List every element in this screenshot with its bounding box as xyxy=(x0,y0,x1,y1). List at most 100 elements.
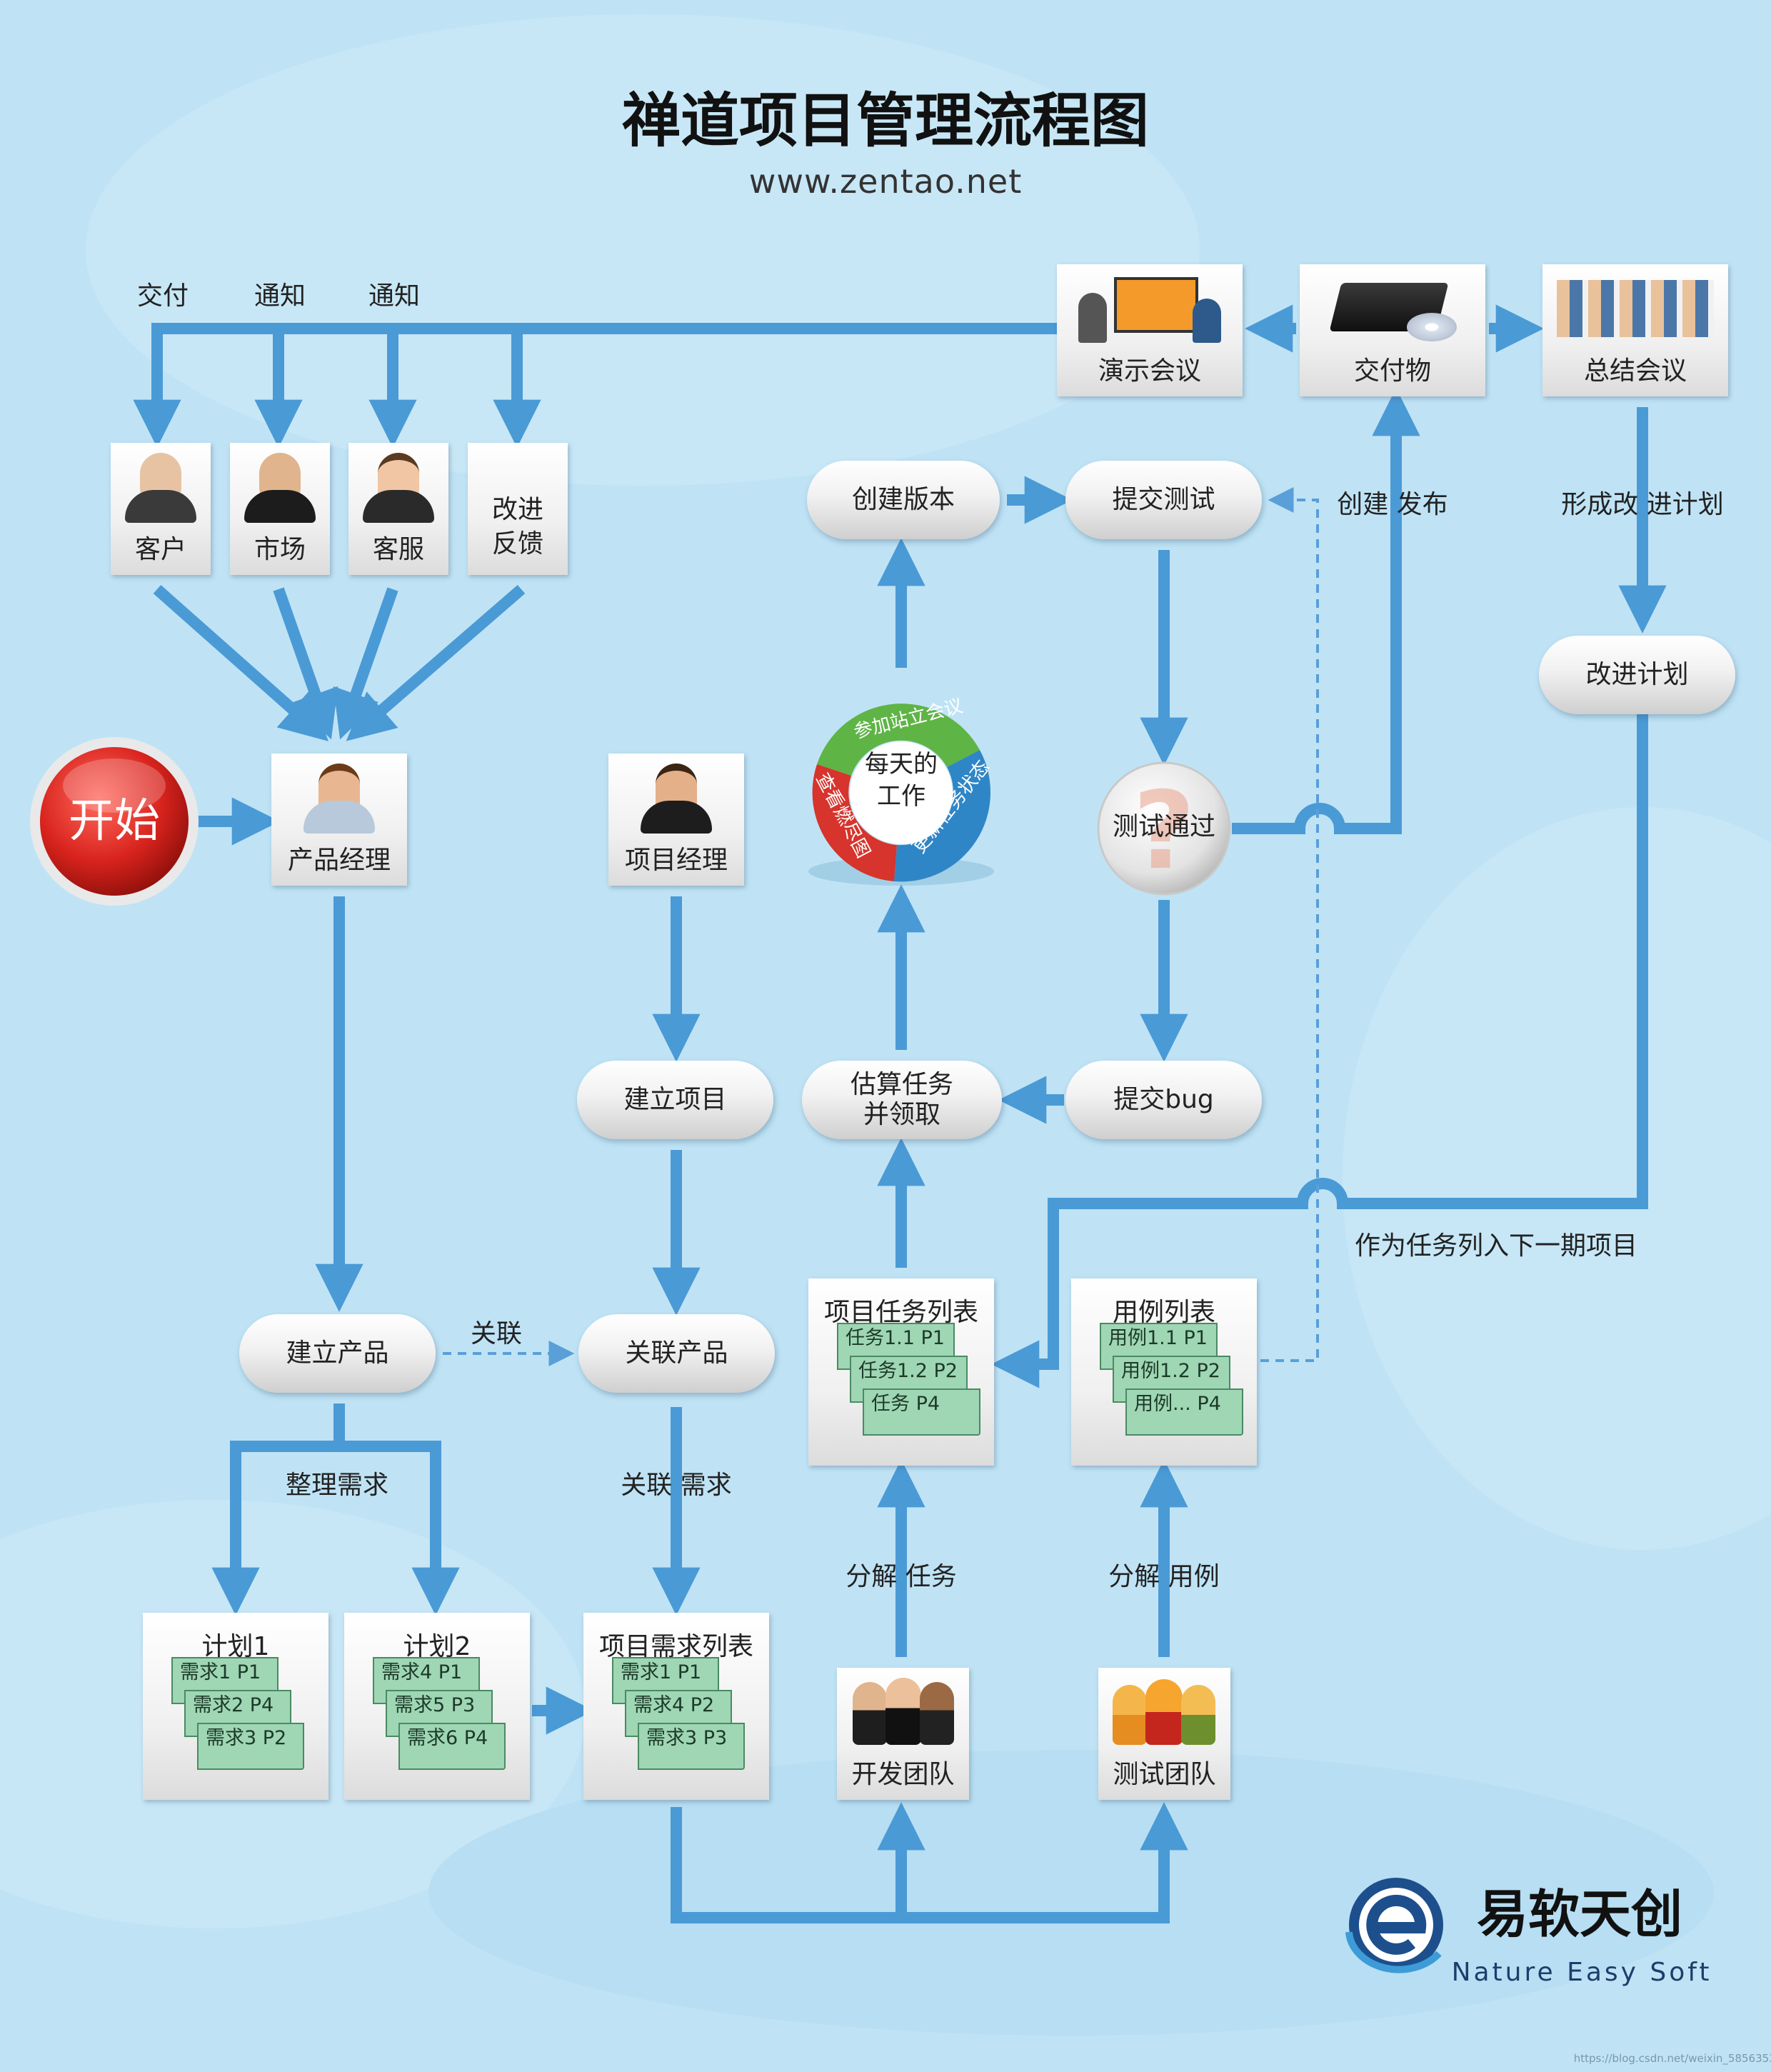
label-link-requirements: 关联 需求 xyxy=(621,1471,732,1500)
service-label: 客服 xyxy=(372,535,424,564)
label-link: 关联 xyxy=(470,1319,523,1348)
arrow-feedback-to-pm xyxy=(346,584,526,741)
submit-test-node: 提交测试 xyxy=(1065,461,1262,539)
plan1-item: 需求3 P2 xyxy=(197,1723,304,1770)
case-list-title: 用例列表 xyxy=(1112,1298,1215,1327)
customer-card: 客户 xyxy=(111,443,211,575)
test-team-card: 测试团队 xyxy=(1098,1668,1230,1800)
watermark-url: https://blog.csdn.net/weixin_58563533 xyxy=(1573,2052,1771,2065)
market-card: 市场 xyxy=(230,443,330,575)
project-manager-card: 项目经理 xyxy=(608,754,744,886)
daily-work-cycle xyxy=(808,704,994,886)
label-organize-requirements: 整理需求 xyxy=(285,1471,389,1500)
ring-segment-red xyxy=(812,764,897,881)
site-url: www.zentao.net xyxy=(748,162,1023,201)
label-split-task: 分解 任务 xyxy=(846,1562,957,1591)
dev-team-card: 开发团队 xyxy=(837,1668,969,1800)
meeting-person-icon xyxy=(1193,299,1221,343)
link-product-node: 关联产品 xyxy=(578,1314,775,1393)
task-list-title: 项目任务列表 xyxy=(823,1298,978,1327)
submit-bug-node: 提交bug xyxy=(1065,1061,1262,1139)
plan2-doc: 计划2 需求4 P1 需求5 P3 需求6 P4 xyxy=(344,1613,530,1800)
arrow-org-req-plan2 xyxy=(339,1441,460,1616)
case-item: 用例... P4 xyxy=(1125,1388,1243,1436)
daily-center-line2: 工作 xyxy=(877,782,925,811)
tester-icon xyxy=(1113,1685,1147,1745)
tester-icon xyxy=(1181,1685,1215,1745)
feedback-label-line2: 反馈 xyxy=(491,529,543,559)
arrow-customer-to-pm xyxy=(153,585,329,741)
arrow-demo-to-roles xyxy=(133,323,1057,448)
start-label[interactable]: 开始 xyxy=(69,795,160,848)
svg-text:?: ? xyxy=(1133,769,1195,894)
label-notify-service: 通知 xyxy=(368,281,421,311)
product-manager-card: 产品经理 xyxy=(271,754,407,886)
label-next-project: 作为任务列入下一期项目 xyxy=(1354,1231,1638,1261)
ring-segment-blue xyxy=(894,750,991,882)
arrow-improve-to-tasks xyxy=(991,714,1648,1388)
presentation-screen-icon xyxy=(1114,277,1198,333)
dev-team-label: 开发团队 xyxy=(851,1760,955,1789)
service-card: 客服 xyxy=(348,443,448,575)
demo-meeting-card: 演示会议 xyxy=(1057,264,1243,396)
estimate-task-node: 估算任务 并领取 xyxy=(802,1061,1002,1139)
estimate-line2: 并领取 xyxy=(863,1100,940,1129)
feedback-label-line1: 改进 xyxy=(491,495,543,524)
customer-label: 客户 xyxy=(134,535,186,564)
create-build-node: 创建版本 xyxy=(807,461,1000,539)
deliverable-card: 交付物 xyxy=(1300,264,1485,396)
plan2-item: 需求6 P4 xyxy=(398,1723,506,1770)
plan2-title: 计划2 xyxy=(403,1632,471,1661)
developer-icon xyxy=(920,1682,954,1745)
summary-meeting-card: 总结会议 xyxy=(1542,264,1728,396)
label-form-improve-plan: 形成改 进计划 xyxy=(1561,490,1724,519)
brand-logo-icon xyxy=(1345,1878,1443,1973)
group-people-icon xyxy=(1557,280,1714,337)
arrow-org-req-plan1 xyxy=(211,1403,345,1616)
developer-icon xyxy=(886,1678,921,1745)
ring-segment-green xyxy=(817,704,980,776)
developer-icon xyxy=(853,1682,887,1745)
project-requirements-title: 项目需求列表 xyxy=(598,1632,753,1661)
arrow-reqs-to-teams xyxy=(671,1802,1188,1923)
create-product-node: 建立产品 xyxy=(239,1314,436,1393)
task-item: 任务 P4 xyxy=(863,1388,980,1436)
label-split-case: 分解 用例 xyxy=(1108,1562,1220,1591)
page-title: 禅道项目管理流程图 xyxy=(621,87,1150,155)
brand-name-cn: 易软天创 xyxy=(1476,1884,1683,1944)
summary-meeting-label: 总结会议 xyxy=(1583,356,1687,386)
person-body-icon xyxy=(641,801,712,834)
person-body-icon xyxy=(125,490,196,523)
tester-icon xyxy=(1145,1679,1183,1745)
case-list-doc: 用例列表 用例1.1 P1 用例1.2 P2 用例... P4 xyxy=(1071,1278,1257,1466)
arrow-pass-to-deliverable xyxy=(1232,388,1420,834)
label-create-release: 创建 发布 xyxy=(1337,490,1448,519)
start-button[interactable] xyxy=(30,737,199,906)
test-team-label: 测试团队 xyxy=(1113,1760,1216,1789)
person-body-icon xyxy=(363,490,434,523)
brand-name-en: Nature Easy Soft xyxy=(1451,1958,1712,1987)
demo-meeting-label: 演示会议 xyxy=(1098,356,1201,386)
person-body-icon xyxy=(244,490,316,523)
dashed-cases-to-submittest xyxy=(1260,487,1319,1362)
meeting-person-icon xyxy=(1078,293,1107,343)
deliverable-label: 交付物 xyxy=(1353,356,1431,386)
product-manager-label: 产品经理 xyxy=(287,846,391,875)
project-manager-label: 项目经理 xyxy=(624,846,728,875)
test-pass-label: 测试通过 xyxy=(1112,812,1216,841)
improve-plan-node: 改进计划 xyxy=(1539,636,1735,714)
create-project-node: 建立项目 xyxy=(577,1061,773,1139)
label-notify-market: 通知 xyxy=(254,281,306,311)
test-pass-decision: ? xyxy=(1097,761,1231,896)
plan1-doc: 计划1 需求1 P1 需求2 P4 需求3 P2 xyxy=(143,1613,328,1800)
feedback-label: 改进 反馈 xyxy=(468,493,568,561)
person-body-icon xyxy=(303,801,375,834)
estimate-line1: 估算任务 xyxy=(850,1070,953,1099)
label-deliver: 交付 xyxy=(136,281,189,311)
plan1-title: 计划1 xyxy=(201,1632,270,1661)
project-requirements-doc: 项目需求列表 需求1 P1 需求4 P2 需求3 P3 xyxy=(583,1613,769,1800)
project-requirement-item: 需求3 P3 xyxy=(638,1723,745,1770)
daily-center-line1: 每天的 xyxy=(865,750,938,779)
